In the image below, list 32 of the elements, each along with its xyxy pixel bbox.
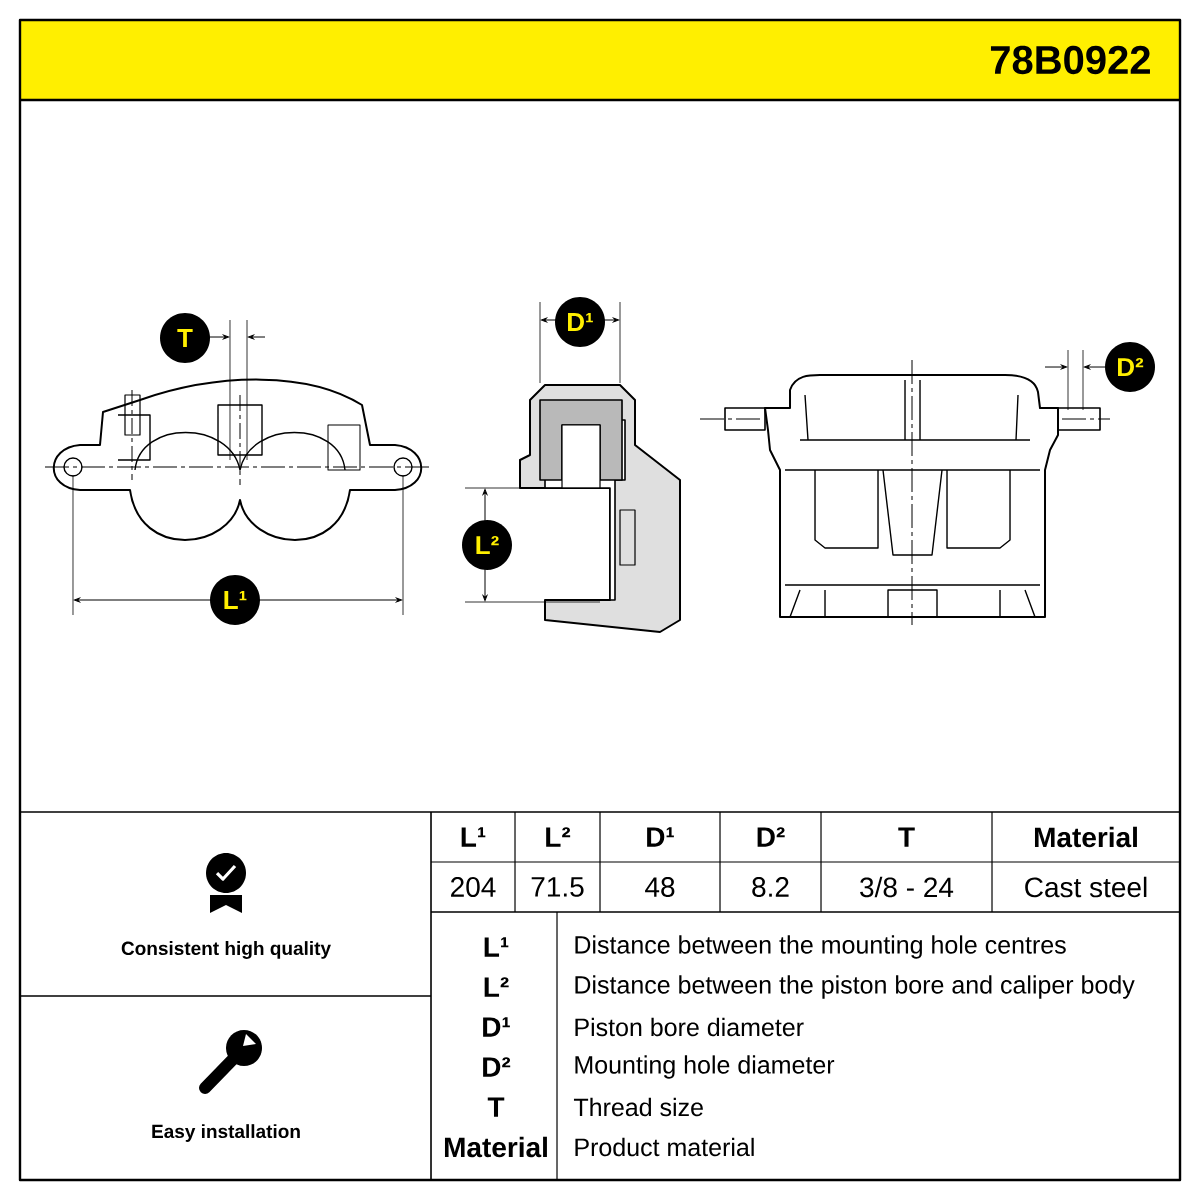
feature-caption: Easy installation	[152, 1124, 300, 1142]
dimension-value: 8.2	[752, 877, 789, 897]
column-heading: Material	[1035, 826, 1137, 848]
description-text: Distance between the mounting hole centres	[575, 935, 1066, 959]
column-heading: T	[898, 827, 915, 847]
dimension-symbol: T	[487, 1097, 505, 1117]
part-number: 78B0922	[990, 45, 1150, 75]
dimension-symbol: D¹	[483, 1017, 510, 1037]
dimension-value: 204	[451, 877, 496, 897]
callout-badge: L¹	[210, 575, 260, 625]
description-text: Mounting hole diameter	[575, 1055, 835, 1079]
description-text: Distance between the piston bore and caliper body	[575, 975, 1135, 999]
column-heading: L¹	[461, 827, 486, 847]
callout-badge: D¹	[555, 297, 605, 347]
description-text: Piston bore diameter	[575, 1017, 804, 1037]
dimension-value: 48	[645, 877, 675, 897]
dimension-value: 3/8 - 24	[860, 876, 954, 898]
dimension-value: Cast steel	[1025, 876, 1147, 898]
description-text: Product material	[575, 1137, 754, 1157]
feature-caption: Consistent high quality	[121, 941, 331, 959]
dimension-symbol: Material	[445, 1136, 547, 1158]
callout-badge: D²	[1105, 342, 1155, 392]
column-heading: D¹	[647, 827, 674, 847]
dimension-symbol: L²	[484, 977, 509, 997]
dimension-symbol: D²	[483, 1057, 511, 1077]
description-text: Thread size	[573, 1097, 703, 1117]
column-heading: D²	[757, 827, 785, 847]
callout-badge: T	[160, 313, 210, 363]
column-heading: L²	[546, 827, 571, 847]
dimension-value: 71.5	[531, 877, 584, 897]
callout-badge: L²	[462, 520, 512, 570]
dimension-symbol: L¹	[484, 937, 509, 957]
